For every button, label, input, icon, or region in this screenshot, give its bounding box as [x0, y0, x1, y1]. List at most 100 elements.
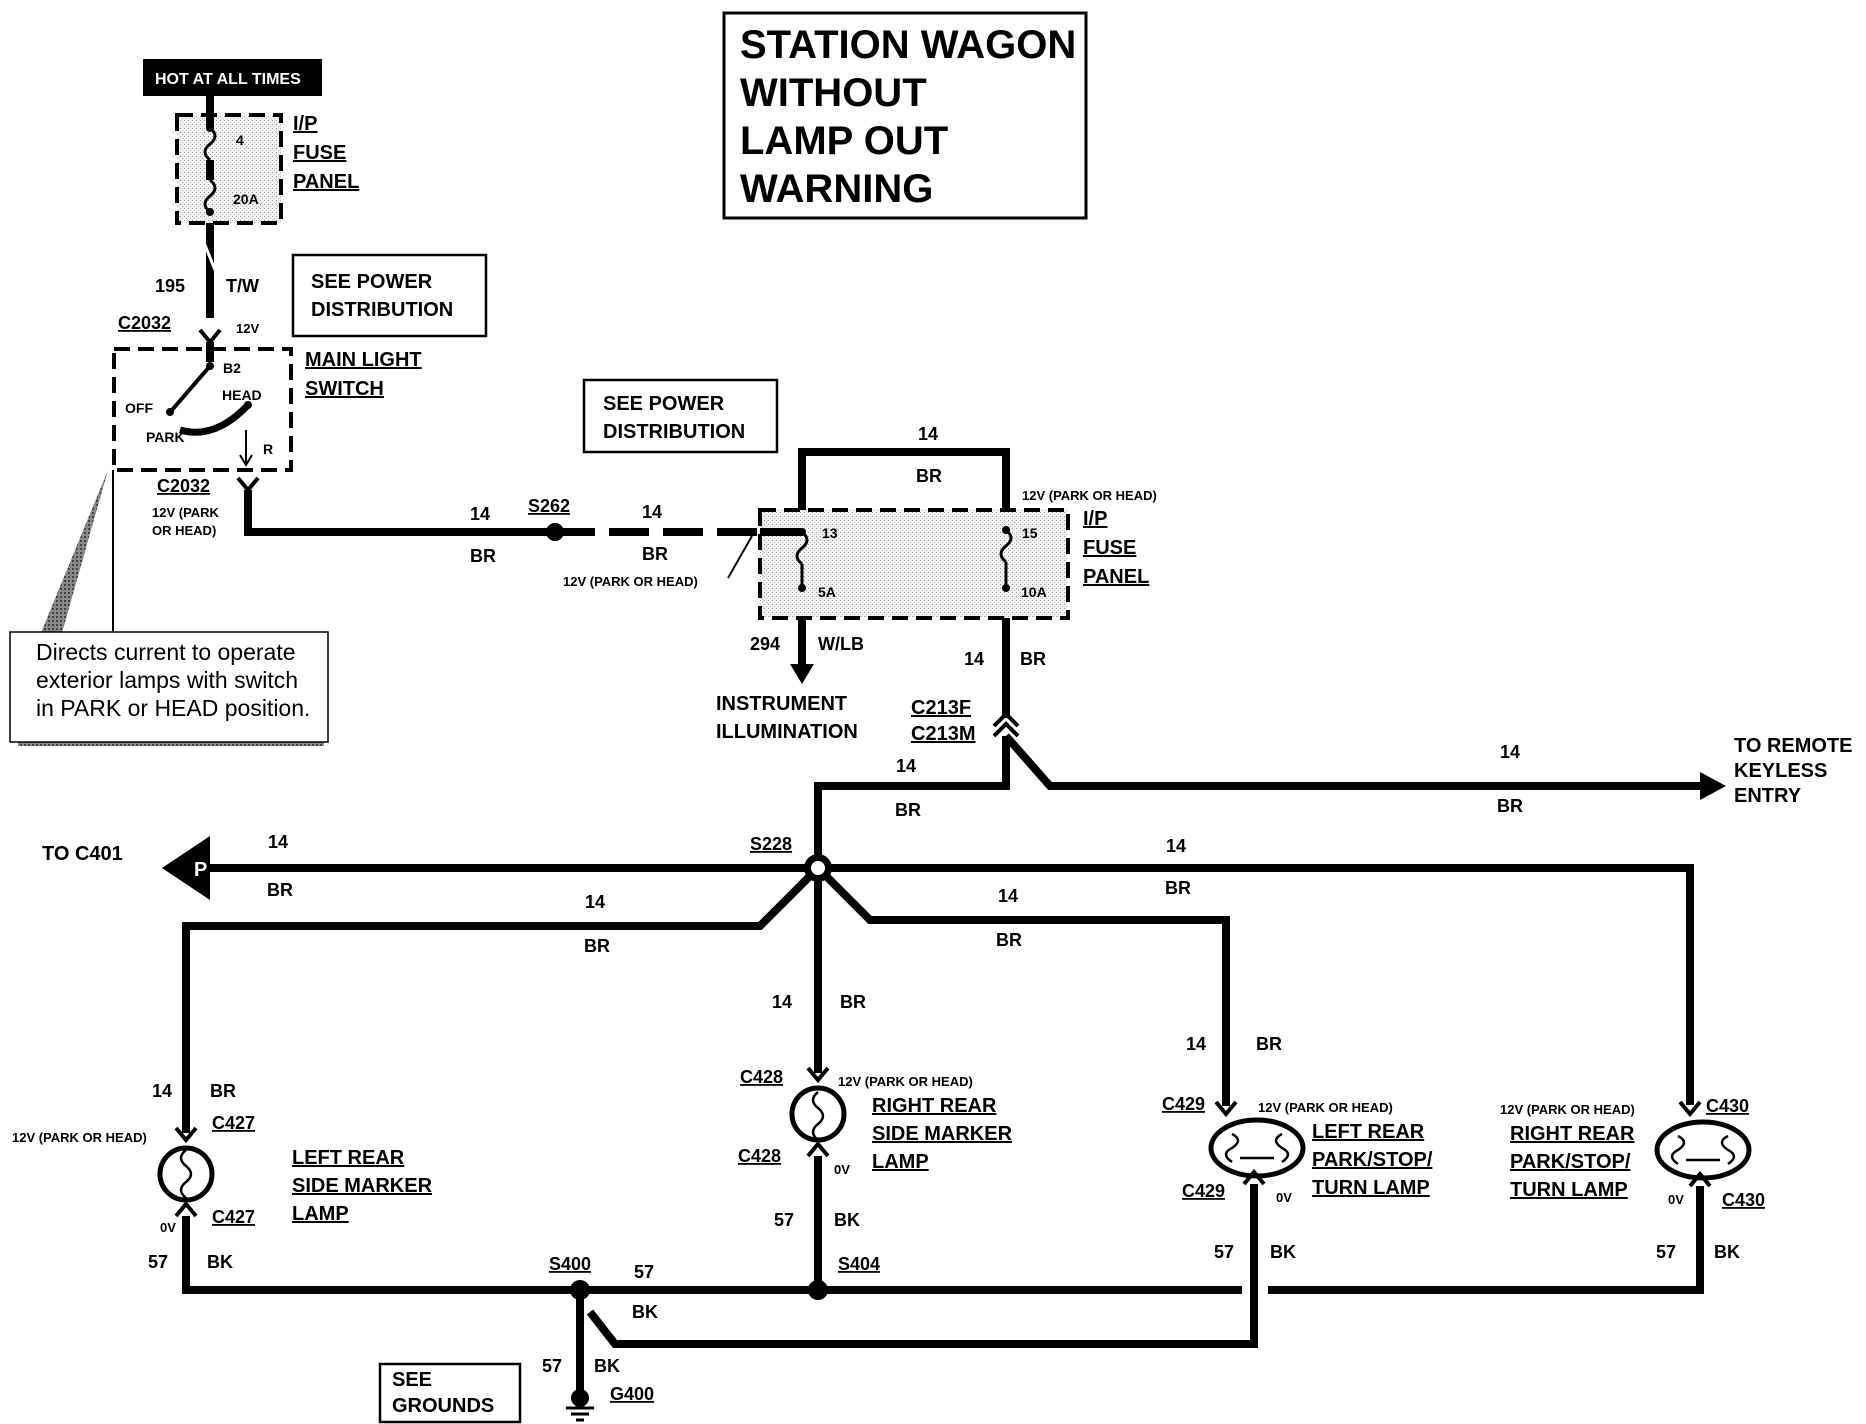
- c429-bottom-label: C429: [1182, 1181, 1225, 1201]
- c427-zero: 0V: [160, 1220, 176, 1235]
- ground-name: G400: [610, 1384, 654, 1404]
- instrument-illumination-2: ILLUMINATION: [716, 721, 858, 743]
- lamp-c430: C430 12V (PARK OR HEAD) C430 0V RIGHT RE…: [1500, 1096, 1765, 1210]
- c430-voltage: 12V (PARK OR HEAD): [1500, 1102, 1635, 1117]
- wire-c213-s228-color: BR: [895, 800, 921, 820]
- s404-label: S404: [838, 1254, 880, 1274]
- to-keyless-2: KEYLESS: [1734, 760, 1827, 782]
- s228-label: S228: [750, 834, 792, 854]
- wire-to-s262-color: BR: [470, 546, 496, 566]
- fuse-panel-mid-name-3: PANEL: [1083, 566, 1149, 588]
- fuse-panel-mid-name-2: FUSE: [1083, 537, 1136, 559]
- to-c401-color: BR: [267, 880, 293, 900]
- c2032-bottom-voltage-1: 12V (PARK: [152, 505, 220, 520]
- see-power-1-line-1: SEE POWER: [311, 271, 433, 293]
- c213f-label: C213F: [911, 697, 971, 719]
- see-power-distribution-1: SEE POWER DISTRIBUTION: [291, 253, 488, 338]
- fuse-15-number: 15: [1022, 525, 1038, 541]
- bulb-icon: [157, 1145, 215, 1203]
- wire-s262-fuse-voltage: 12V (PARK OR HEAD): [563, 574, 698, 589]
- c429-top-label: C429: [1162, 1094, 1205, 1114]
- wire-c213-s228-gauge: 14: [896, 756, 916, 776]
- fuse-13-icon: [795, 530, 809, 566]
- c2032-top-voltage: 12V: [236, 321, 259, 336]
- wire-s228-c429-gauge: 14: [998, 886, 1018, 906]
- callout-note: Directs current to operate exterior lamp…: [9, 470, 329, 746]
- c427-wire-out-color: BK: [207, 1252, 233, 1272]
- wire-c429-ground: [586, 1184, 1258, 1348]
- c427-name-1: LEFT REAR: [292, 1147, 405, 1169]
- ground-icon: [566, 1389, 594, 1422]
- main-light-switch-name-1: MAIN LIGHT: [305, 349, 422, 371]
- ground-color: BK: [594, 1356, 620, 1376]
- c428-zero: 0V: [834, 1162, 850, 1177]
- wire-s228-c430: [818, 864, 1694, 1105]
- title-box: STATION WAGON WITHOUT LAMP OUT WARNING: [722, 11, 1088, 220]
- c213m-label: C213M: [911, 723, 975, 745]
- c430-name-2: PARK/STOP/: [1510, 1151, 1631, 1173]
- c427-wire-in-gauge: 14: [152, 1081, 172, 1101]
- title-line-4: WARNING: [740, 167, 933, 211]
- c213-connector: [992, 711, 1020, 728]
- see-power-1-line-2: DISTRIBUTION: [311, 299, 453, 321]
- title-line-2: WITHOUT: [740, 71, 927, 115]
- c429-wire-out-color: BK: [1270, 1242, 1296, 1262]
- see-power-2-line-2: DISTRIBUTION: [603, 421, 745, 443]
- note-line-3: in PARK or HEAD position.: [36, 695, 310, 721]
- wire-s228-c430-gauge: 14: [1166, 836, 1186, 856]
- c427-wire-in-color: BR: [210, 1081, 236, 1101]
- title-line-3: LAMP OUT: [740, 119, 948, 163]
- s262-splice: [546, 523, 564, 541]
- s262-label: S262: [528, 496, 570, 516]
- connector-p-symbol: P: [194, 859, 207, 881]
- c428-name-3: LAMP: [872, 1151, 929, 1173]
- switch-pos-off: OFF: [125, 400, 153, 416]
- c427-name-2: SIDE MARKER: [292, 1175, 433, 1197]
- wire-loop-top-color: BR: [916, 466, 942, 486]
- wire-c430-ground: [1268, 1186, 1704, 1294]
- fuse-panel-top-name-2: FUSE: [293, 142, 346, 164]
- c427-voltage: 12V (PARK OR HEAD): [12, 1130, 147, 1145]
- c428-voltage: 12V (PARK OR HEAD): [838, 1074, 973, 1089]
- fuse-panel-top-name-1: I/P: [293, 113, 317, 135]
- to-keyless-3: ENTRY: [1734, 785, 1802, 807]
- switch-pin-r: R: [263, 441, 273, 457]
- switch-pos-park: PARK: [146, 429, 185, 445]
- c429-voltage: 12V (PARK OR HEAD): [1258, 1100, 1393, 1115]
- c428-top-label: C428: [740, 1067, 783, 1087]
- main-light-switch: B2 OFF HEAD PARK R MAIN LIGHT SWITCH: [112, 342, 422, 472]
- c430-wire-out-color: BK: [1714, 1242, 1740, 1262]
- dual-bulb-icon: [1208, 1117, 1306, 1179]
- switch-pin-b2: B2: [223, 360, 241, 376]
- wire-294-circuit: 294: [750, 634, 780, 654]
- instrument-illumination-1: INSTRUMENT: [716, 693, 847, 715]
- wire-switch-to-s262: [244, 490, 555, 536]
- fuse-4-icon: [203, 126, 217, 162]
- s404-splice: [808, 1280, 828, 1300]
- fuse-13-rating: 5A: [818, 584, 836, 600]
- main-light-switch-name-2: SWITCH: [305, 378, 384, 400]
- wire-s228-left: [182, 865, 821, 1133]
- title-line-1: STATION WAGON: [740, 23, 1076, 67]
- c429-name-2: PARK/STOP/: [1312, 1149, 1433, 1171]
- c428-name-1: RIGHT REAR: [872, 1095, 997, 1117]
- wire-s262-fuse-color: BR: [642, 544, 668, 564]
- c427-top-label: C427: [212, 1113, 255, 1133]
- c427-bottom-label: C427: [212, 1207, 255, 1227]
- fuse-panel-mid: 13 5A 15 10A 12V (PARK OR HEAD) I/P FUSE…: [758, 448, 1157, 620]
- see-power-2-line-1: SEE POWER: [603, 393, 725, 415]
- fuse-panel-top-name-3: PANEL: [293, 171, 359, 193]
- c429-name-3: TURN LAMP: [1312, 1177, 1430, 1199]
- wire-s228-c429-color: BR: [996, 930, 1022, 950]
- to-keyless-1: TO REMOTE: [1734, 735, 1853, 757]
- c430-bottom-label: C430: [1722, 1190, 1765, 1210]
- c427-name-3: LAMP: [292, 1203, 349, 1225]
- wire-195-circuit: 195: [155, 276, 185, 296]
- c429-name-1: LEFT REAR: [1312, 1121, 1425, 1143]
- c2032-bottom-voltage-2: OR HEAD): [152, 523, 216, 538]
- fuse-panel-mid-name-1: I/P: [1083, 508, 1107, 530]
- wire-fuse15-color: BR: [1020, 649, 1046, 669]
- to-c401-gauge: 14: [268, 832, 288, 852]
- fuse-15-rating: 10A: [1021, 584, 1047, 600]
